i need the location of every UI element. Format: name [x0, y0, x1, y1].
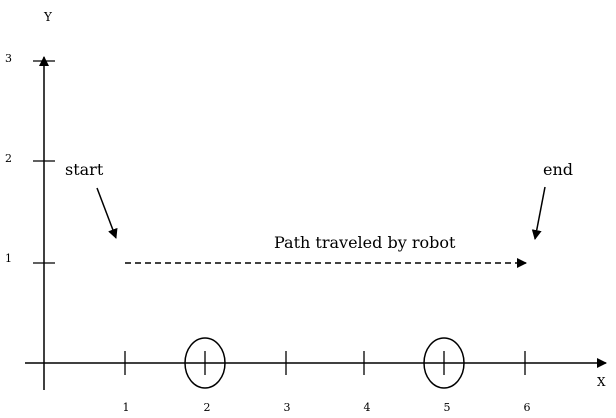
- y-ticks: [33, 60, 55, 264]
- x-tick-label-2: 2: [204, 401, 211, 414]
- obstacle-circle-1: [184, 337, 226, 389]
- start-arrow: [96, 187, 118, 239]
- x-tick-label-6: 6: [524, 401, 531, 414]
- obstacle-circle-2: [423, 337, 465, 389]
- x-tick-label-3: 3: [284, 401, 291, 414]
- y-tick-label-3: 3: [5, 52, 12, 65]
- y-tick-labels: 1 2 3: [5, 52, 12, 265]
- y-axis-label: Y: [43, 10, 53, 24]
- start-label: start: [65, 160, 104, 179]
- x-tick-label-4: 4: [364, 401, 371, 414]
- x-tick-label-5: 5: [444, 401, 451, 414]
- x-tick-label-1: 1: [123, 401, 130, 414]
- path-label: Path traveled by robot: [274, 233, 456, 252]
- end-label: end: [543, 160, 573, 179]
- x-ticks: [124, 351, 526, 375]
- x-tick-labels: 1 2 3 4 5 6: [123, 401, 531, 414]
- y-tick-label-1: 1: [5, 252, 12, 265]
- x-axis-label: X: [597, 375, 606, 389]
- y-tick-label-2: 2: [5, 152, 12, 165]
- end-arrow: [531, 186, 546, 240]
